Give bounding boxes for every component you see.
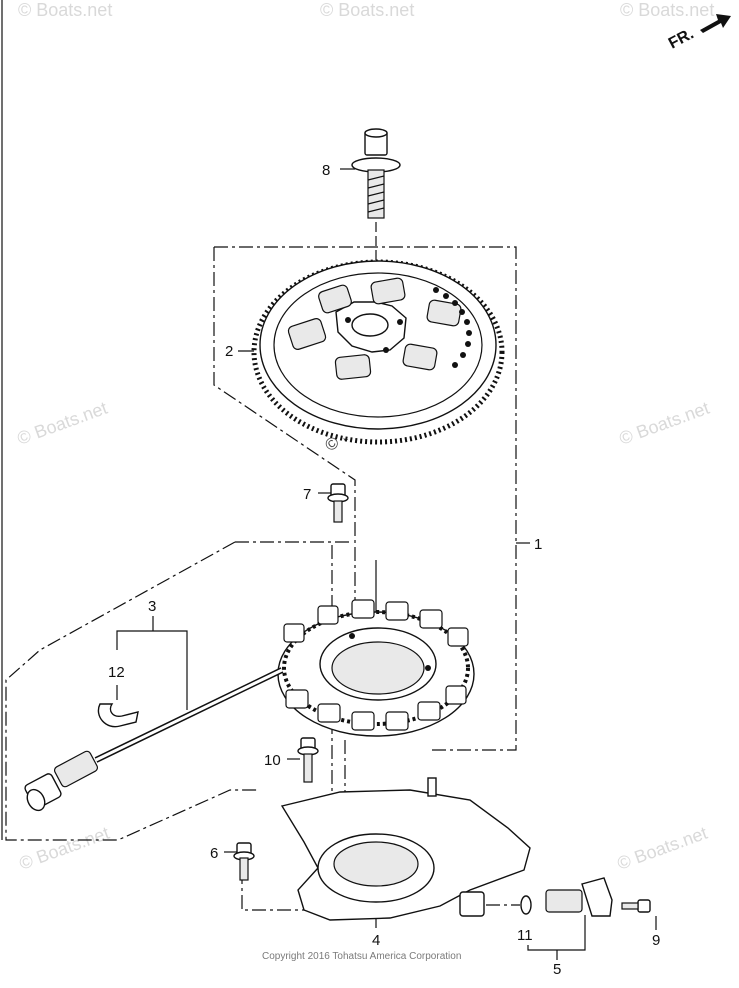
o-ring [520,895,532,915]
base-bolt [297,737,319,783]
callout-5: 5 [553,961,561,978]
assembly-outlines [5,246,517,841]
callout-9: 9 [652,932,660,949]
callout-4: 4 [372,932,380,949]
callout-labels: 8 2 7 1 3 12 10 6 4 11 9 5 [108,162,660,978]
callout-3: 3 [148,598,156,615]
arrow-icon [700,14,731,33]
copyright-notice: Copyright 2016 Tohatsu America Corporati… [262,951,461,962]
callout-12: 12 [108,664,125,681]
watermark-top-right: © Boats.net [620,0,714,20]
flywheel [251,259,505,445]
base-mount-bolt [233,842,255,881]
callout-10: 10 [264,752,281,769]
watermark-top-left: © Boats.net [18,0,112,20]
watermark-bottom-left: © Boats.net [17,823,112,874]
pulser-sensor-group [520,877,651,917]
callout-2: 2 [225,343,233,360]
flywheel-bolt [351,128,401,219]
watermark-top-center: © Boats.net [320,0,414,20]
callout-1: 1 [534,536,542,553]
callout-7: 7 [303,486,311,503]
watermark-bottom-right: © Boats.net [615,823,710,874]
callout-8: 8 [322,162,330,179]
wire-clamp [97,703,139,728]
watermark-mid-right: © Boats.net [617,398,712,449]
pulser-sensor [545,889,583,913]
watermark-mid-left: © Boats.net [15,398,110,449]
front-direction-label: FR. [666,25,697,52]
callout-6: 6 [210,845,218,862]
sensor-bolt [637,899,651,913]
wire-harness [24,667,284,812]
callout-11: 11 [517,927,533,944]
stator-base [280,777,531,921]
stator-coil [277,599,475,737]
stator-bolt [327,483,349,523]
